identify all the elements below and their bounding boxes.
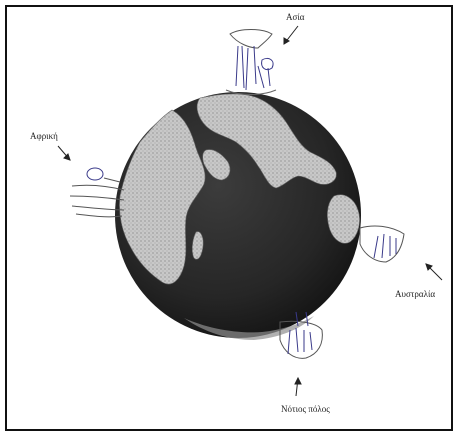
australia-label: Αυστραλία [395,289,436,299]
africa-figure [69,167,125,218]
asia-label: Ασία [286,12,305,22]
africa-label: Αφρική [30,131,58,141]
label-arrows [57,25,443,397]
australia-figure [359,225,405,263]
south-pole-figure [279,311,323,359]
australia-landmass [327,194,360,244]
arabia-landmass [202,149,231,181]
antarctica-landmass [184,316,314,340]
madagascar-landmass [191,231,204,260]
asia-figure [225,29,277,95]
south-pole-label: Νότιος πόλος [281,404,330,414]
africa-landmass [119,109,206,285]
europe-asia-landmass [196,93,337,189]
